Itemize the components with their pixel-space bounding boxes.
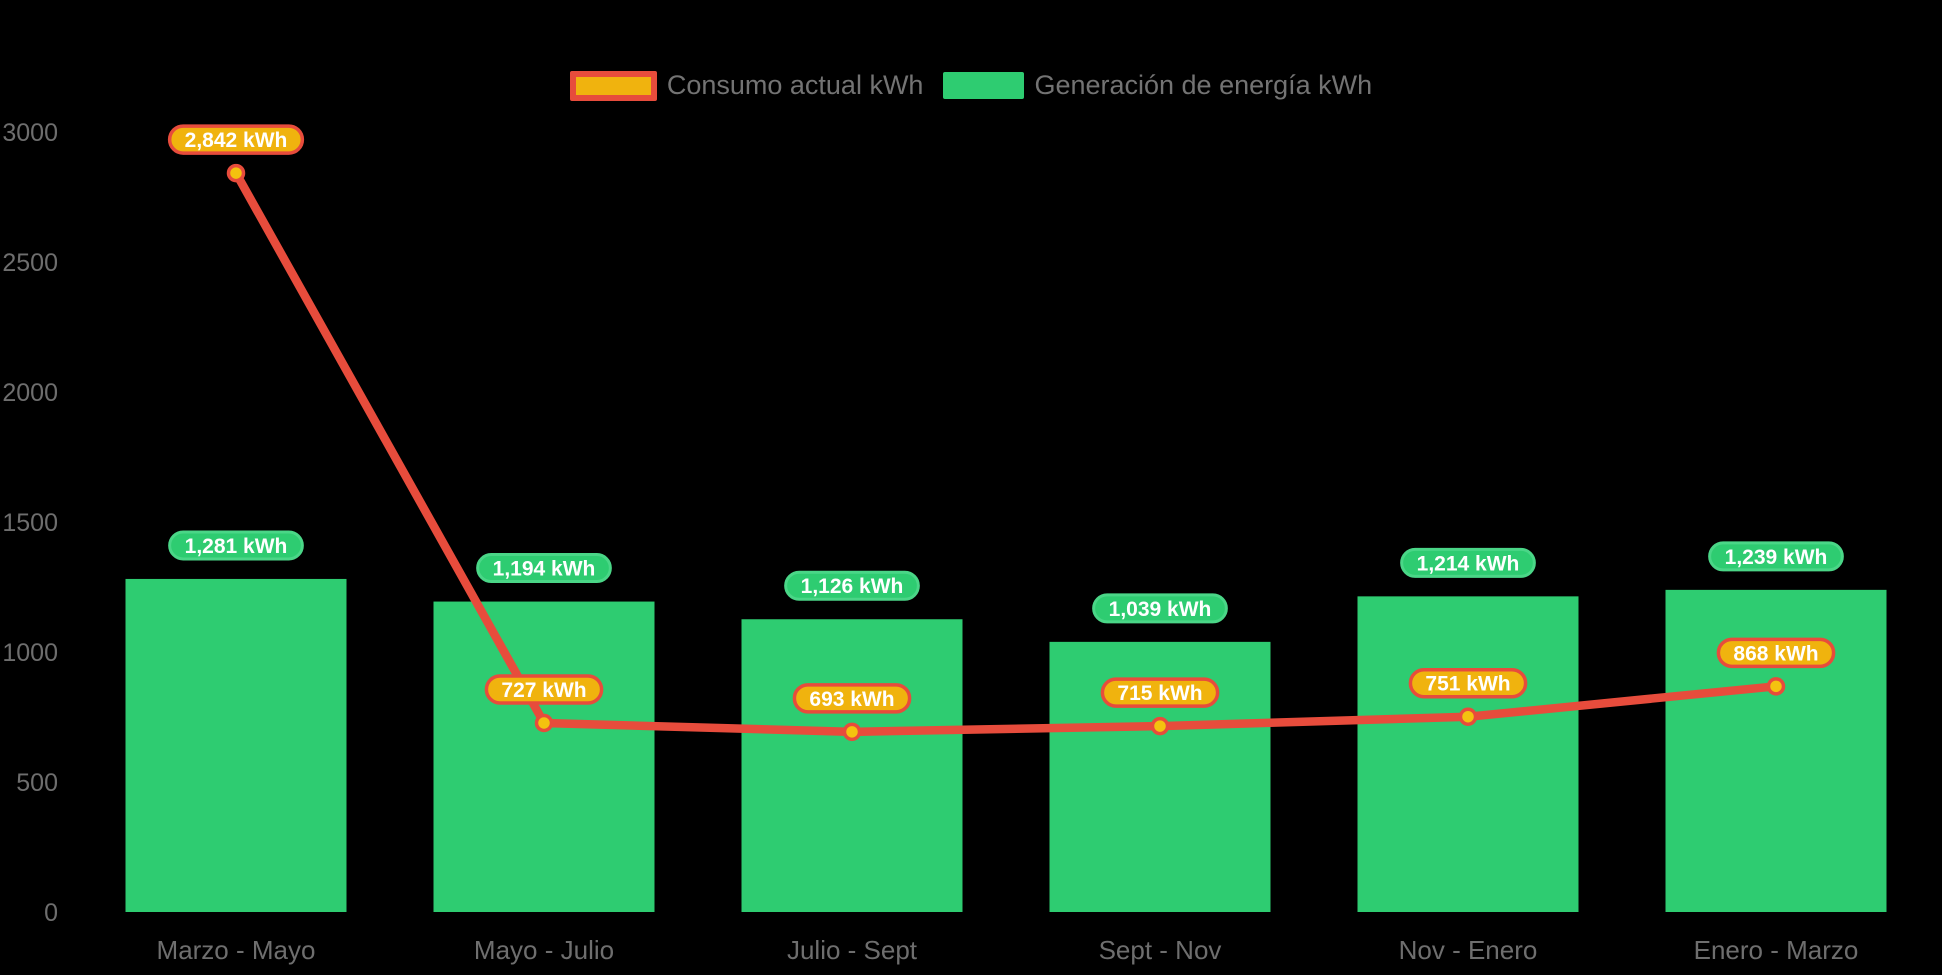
consumo-value-pill-4-text: 751 kWh	[1425, 673, 1510, 696]
generacion-value-pill-5-text: 1,239 kWh	[1725, 546, 1828, 569]
generacion-value-pill-4-text: 1,214 kWh	[1417, 552, 1520, 575]
consumo-value-pill-3-bg	[1100, 677, 1220, 708]
consumo-value-pill-0: 2,842 kWh	[167, 124, 305, 155]
consumo-point-3[interactable]	[1150, 716, 1170, 736]
consumo-value-pill-2: 693 kWh	[792, 683, 912, 714]
generacion-value-pill-3-text: 1,039 kWh	[1109, 598, 1212, 621]
consumo-swatch-icon	[569, 70, 657, 101]
consumo-value-pill-5: 868 kWh	[1716, 637, 1836, 669]
legend-label-generacion: Generación de energía kWh	[1034, 70, 1373, 100]
generacion-value-pill-1-bg	[476, 553, 612, 584]
generacion-value-pill-2: 1,126 kWh	[784, 570, 920, 601]
generacion-value-pill-4: 1,214 kWh	[1400, 547, 1536, 578]
consumo-value-pill-1-text: 727 kWh	[501, 679, 586, 702]
generacion-value-pill-3: 1,039 kWh	[1092, 593, 1228, 624]
legend-item-consumo[interactable]: Consumo actual kWh	[569, 70, 924, 101]
generacion-swatch-icon	[943, 72, 1025, 99]
bar-generacion-1[interactable]	[433, 601, 655, 912]
y-axis-tick-label: 1500	[2, 509, 58, 537]
generacion-value-pill-1-text: 1,194 kWh	[493, 558, 596, 581]
x-axis-category-label: Mayo - Julio	[474, 935, 614, 965]
generacion-value-pill-5: 1,239 kWh	[1708, 541, 1844, 572]
consumo-point-4[interactable]	[1458, 707, 1478, 726]
x-axis-category-label: Nov - Enero	[1399, 935, 1538, 965]
y-axis-tick-label: 1000	[2, 639, 58, 667]
consumo-value-pill-3-text: 715 kWh	[1117, 682, 1202, 705]
consumo-value-pill-4: 751 kWh	[1408, 667, 1528, 699]
consumo-value-pill-2-bg	[792, 683, 912, 714]
consumo-point-5[interactable]	[1766, 677, 1786, 696]
generacion-value-pill-4-bg	[1400, 547, 1536, 578]
legend-item-generacion[interactable]: Generación de energía kWh	[943, 70, 1372, 101]
consumo-point-1[interactable]	[534, 713, 554, 733]
generacion-value-pill-0-text: 1,281 kWh	[185, 535, 288, 558]
consumo-value-pill-2-text: 693 kWh	[809, 688, 894, 711]
x-axis-category-label: Enero - Marzo	[1694, 935, 1859, 965]
y-axis-tick-label: 2500	[2, 249, 58, 277]
legend-label-consumo: Consumo actual kWh	[666, 70, 924, 100]
consumo-value-pill-1: 727 kWh	[484, 674, 604, 705]
consumo-point-2[interactable]	[842, 722, 862, 742]
y-axis-tick-label: 2000	[2, 379, 58, 407]
generacion-value-pill-3-bg	[1092, 593, 1228, 624]
generacion-value-pill-2-bg	[784, 570, 920, 601]
generacion-value-pill-0: 1,281 kWh	[168, 530, 304, 561]
generacion-value-pill-5-bg	[1708, 541, 1844, 572]
bar-generacion-2[interactable]	[741, 619, 963, 912]
x-axis-category-label: Julio - Sept	[787, 935, 918, 965]
x-axis-category-label: Marzo - Mayo	[157, 935, 316, 965]
consumo-value-pill-5-text: 868 kWh	[1733, 642, 1818, 665]
consumo-value-pill-3: 715 kWh	[1100, 677, 1220, 708]
x-axis-category-label: Sept - Nov	[1099, 935, 1222, 965]
bar-generacion-0[interactable]	[125, 578, 347, 912]
consumo-point-0[interactable]	[226, 163, 246, 183]
consumo-value-pill-0-text: 2,842 kWh	[185, 129, 288, 152]
consumo-value-pill-5-bg	[1716, 637, 1836, 669]
chart-legend: Consumo actual kWh Generación de energía…	[0, 70, 1942, 101]
generacion-value-pill-0-bg	[168, 530, 304, 561]
consumo-value-pill-1-bg	[484, 674, 604, 705]
y-axis-tick-label: 0	[44, 899, 58, 927]
consumo-line	[231, 168, 1781, 737]
generacion-value-pill-2-text: 1,126 kWh	[801, 575, 904, 598]
consumo-value-pill-4-bg	[1408, 667, 1528, 699]
y-axis-tick-label: 3000	[2, 119, 58, 147]
consumo-value-pill-0-bg	[167, 124, 305, 155]
bar-generacion-4[interactable]	[1357, 596, 1579, 912]
y-axis-tick-label: 500	[16, 769, 58, 797]
generacion-value-pill-1: 1,194 kWh	[476, 553, 612, 584]
